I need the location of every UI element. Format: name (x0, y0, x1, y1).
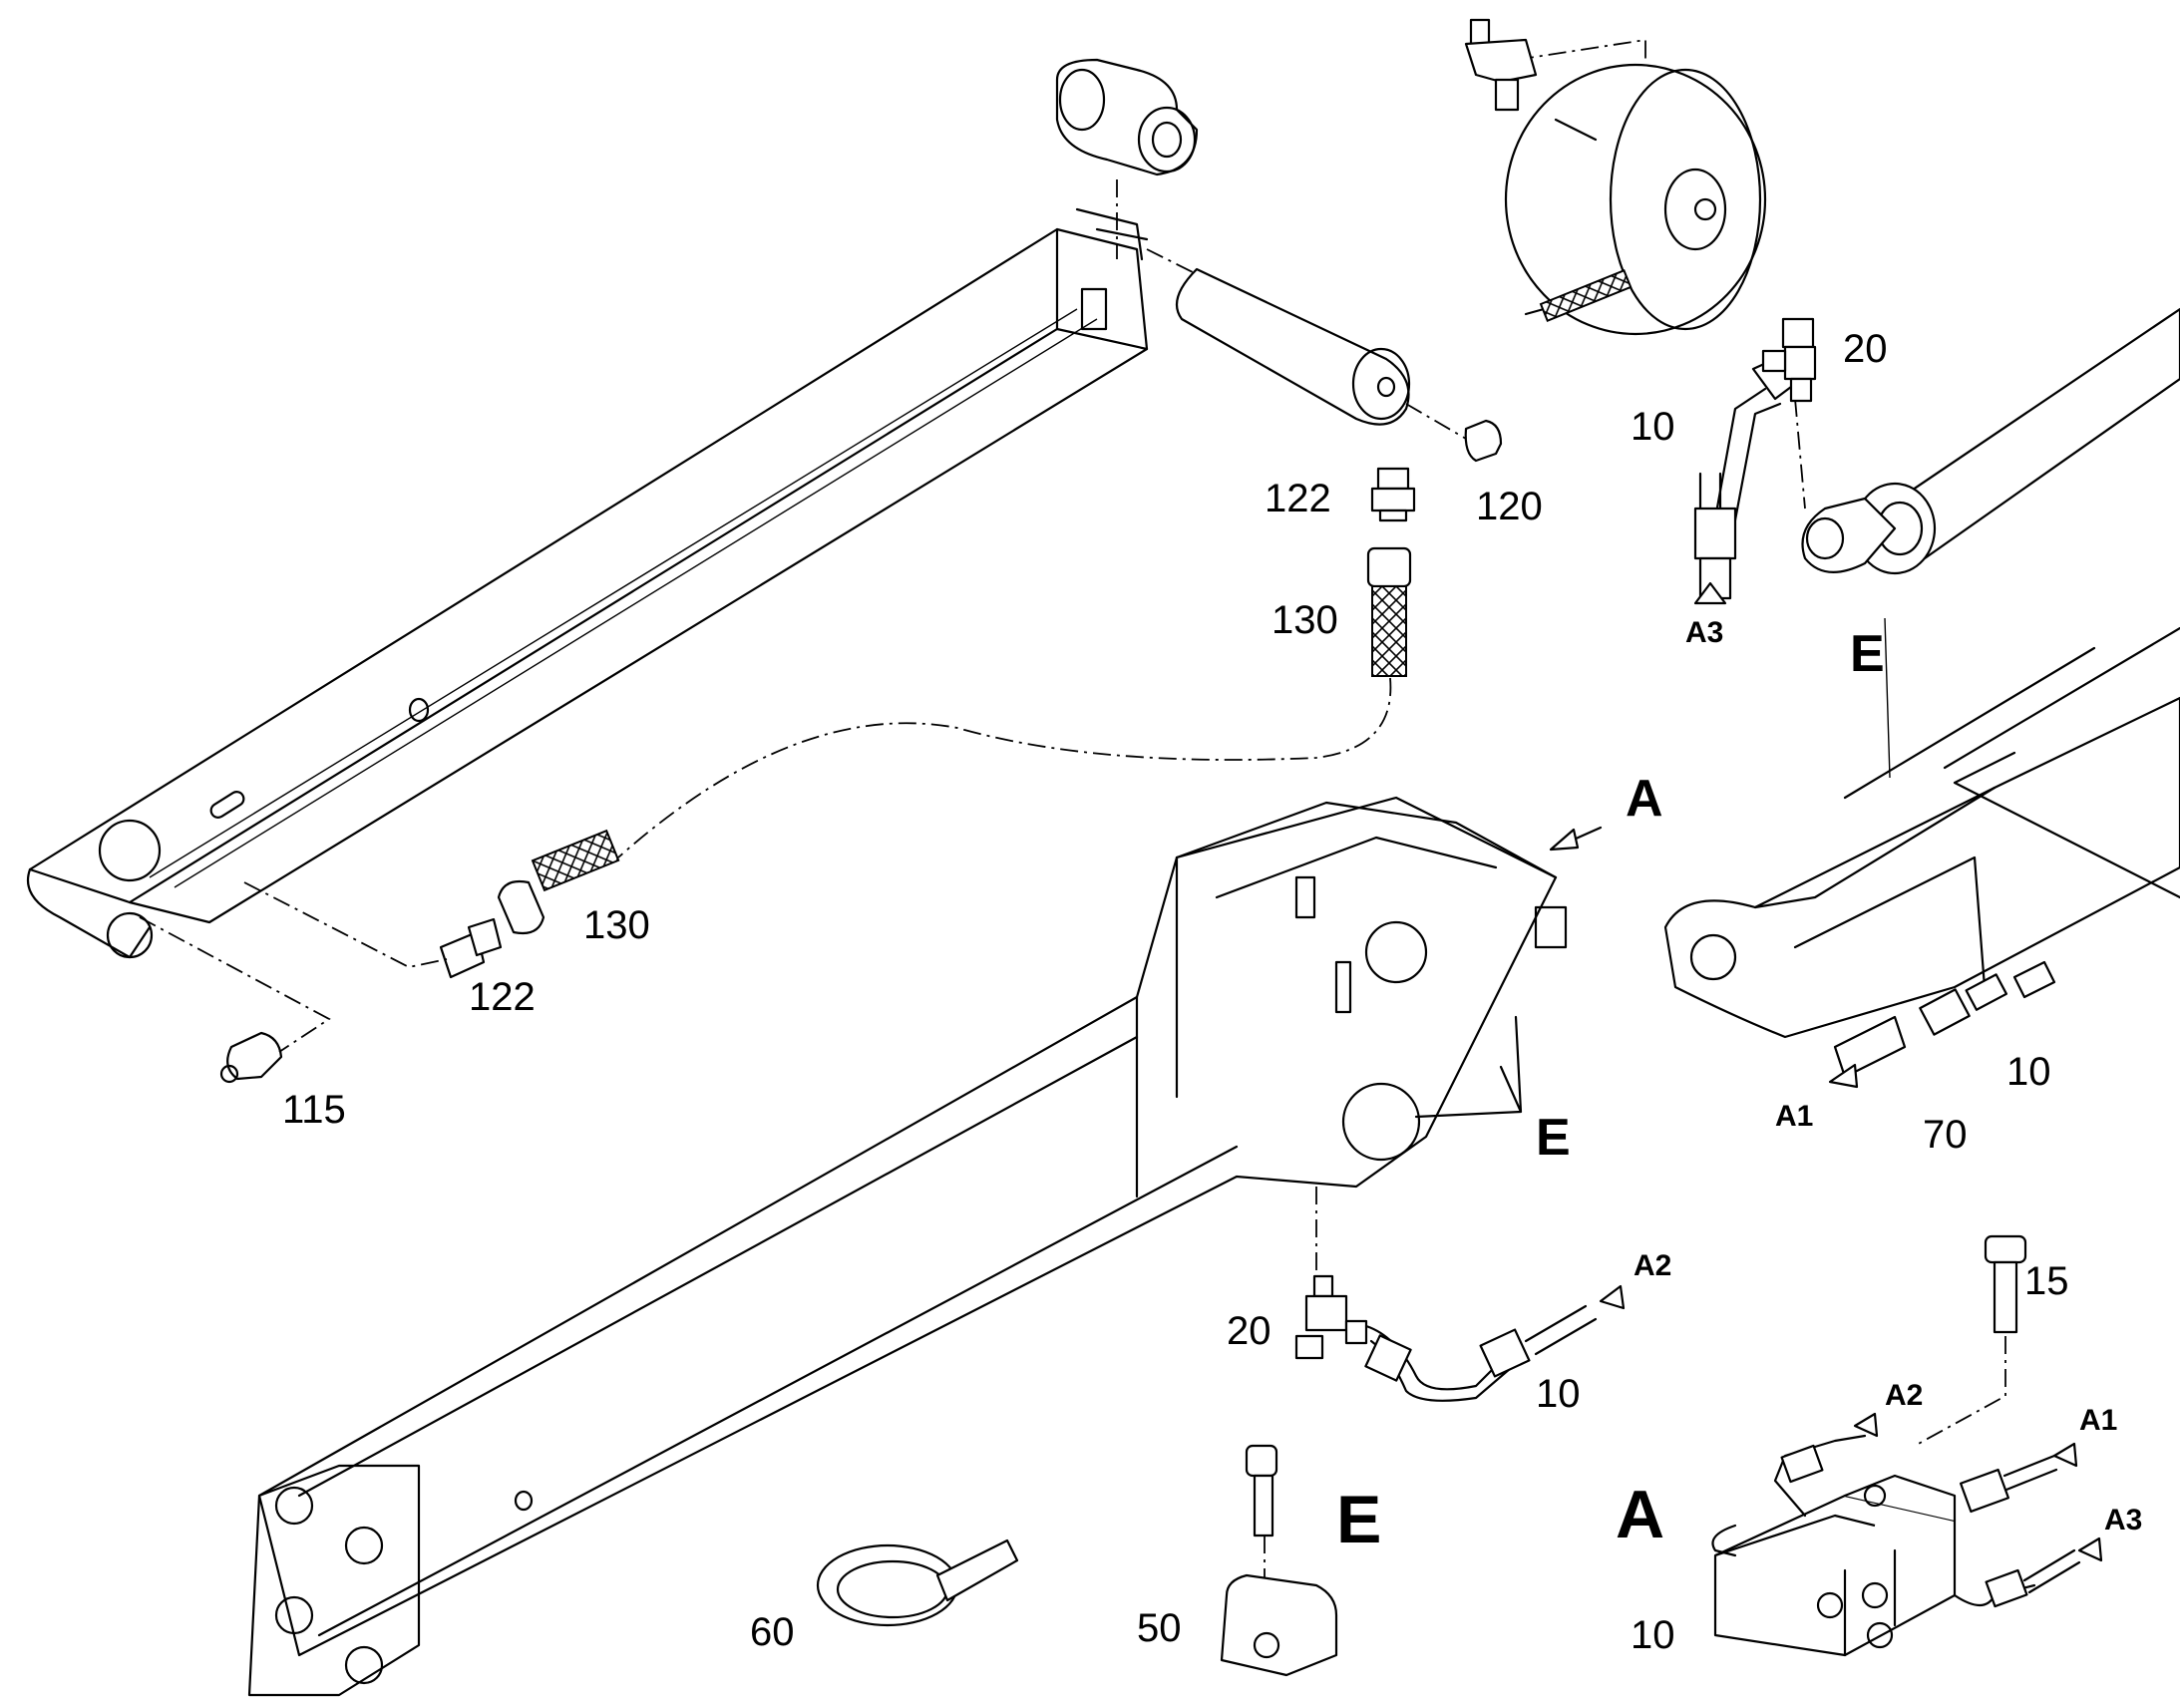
callout-15: 15 (2024, 1259, 2069, 1303)
view-label-a-detail: A (1616, 1477, 1665, 1552)
tee-fitting-20-top (1761, 317, 1817, 403)
hose-clamp-60 (816, 1538, 1019, 1627)
hydraulic-cylinder (1801, 307, 2180, 575)
tee-fitting-20-mid (1294, 1274, 1368, 1360)
pulley-wheel (1504, 63, 1767, 336)
leader-115 (139, 916, 331, 1053)
pipe-10-top (1693, 357, 1797, 600)
callout-115: 115 (282, 1088, 346, 1132)
leader-20-top (1794, 398, 1806, 510)
port-label-a3-top: A3 (1685, 616, 1724, 649)
view-a-arrowhead (1549, 828, 1580, 852)
view-label-a-arrow: A (1626, 770, 1663, 828)
hose-fitting-70 (1833, 960, 2056, 1079)
callout-10-bottom: 10 (1631, 1613, 1675, 1657)
leader-15 (1914, 1336, 2006, 1447)
view-label-e-top: E (1850, 625, 1885, 683)
inset-boom-end (1663, 617, 2180, 1039)
bolt-50 (1245, 1444, 1278, 1537)
a1-arrow-block (2052, 1442, 2078, 1468)
a3-arrow-block (2077, 1537, 2103, 1562)
view-label-e-main: E (1536, 1109, 1571, 1167)
bracket-block-50 (1220, 1573, 1338, 1677)
port-label-a3-block: A3 (2104, 1504, 2143, 1537)
view-label-e-detail: E (1336, 1482, 1382, 1557)
grease-nipple-115 (219, 1031, 283, 1084)
hose-130-top (1366, 546, 1412, 677)
callout-60: 60 (750, 1610, 795, 1654)
port-label-a1-block: A1 (2079, 1404, 2118, 1437)
callout-130-mid: 130 (583, 903, 650, 947)
callout-130-top: 130 (1272, 598, 1338, 642)
main-boom (247, 796, 1568, 1697)
pipe-10-mid (1364, 1304, 1598, 1402)
callout-120: 120 (1476, 485, 1543, 528)
port-label-a2-mid: A2 (1634, 1249, 1672, 1282)
leader-pin (1116, 179, 1198, 275)
a2-arrow-mid (1599, 1284, 1626, 1310)
hose-130-mid (497, 829, 620, 935)
callout-122-top: 122 (1265, 477, 1331, 520)
a2-arrow-block (1853, 1412, 1879, 1438)
port-label-a2-block: A2 (1885, 1379, 1924, 1412)
e-leader-lines (1414, 1015, 1523, 1119)
callout-10-right: 10 (2006, 1050, 2051, 1094)
leader-120 (1405, 403, 1467, 440)
boom-pin (1175, 267, 1411, 426)
callout-122-mid: 122 (469, 975, 536, 1019)
leader-122 (243, 881, 448, 968)
port-label-a1-right: A1 (1775, 1100, 1814, 1133)
a3-arrow-top (1693, 581, 1727, 605)
a1-arrow-right (1828, 1063, 1859, 1089)
roller-assembly (1055, 58, 1199, 176)
adapter-122-mid (439, 917, 503, 979)
grease-fitting-120 (1464, 419, 1503, 463)
callout-50: 50 (1137, 1606, 1182, 1650)
adapter-122-top (1370, 467, 1416, 522)
bolt-15 (1984, 1234, 2027, 1334)
upper-boom (26, 207, 1149, 959)
elbow-fitting-top (1464, 18, 1538, 112)
callout-10-mid: 10 (1536, 1372, 1581, 1416)
callout-20-mid: 20 (1227, 1309, 1272, 1353)
callout-70: 70 (1923, 1113, 1968, 1157)
distribution-valve-block (1711, 1434, 2081, 1657)
callout-10-top: 10 (1631, 405, 1675, 449)
callout-20-top: 20 (1843, 327, 1888, 371)
